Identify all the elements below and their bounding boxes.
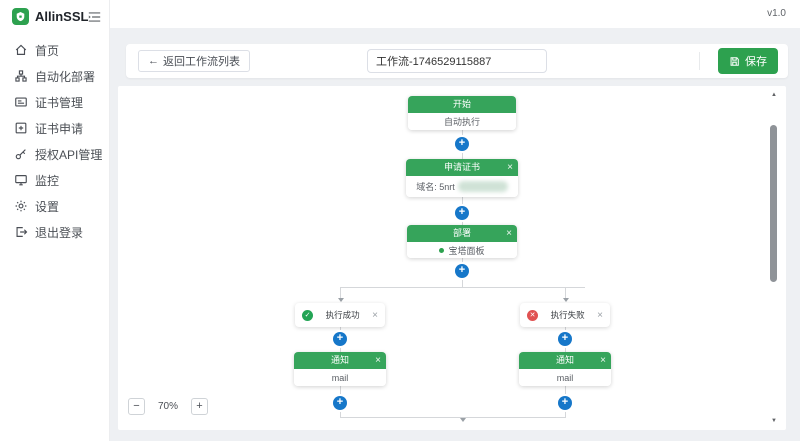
sidebar-item-label: 自动化部署: [35, 69, 96, 84]
sidebar-item-label: 设置: [35, 199, 60, 214]
sidebar-item-settings[interactable]: 设置: [0, 193, 109, 219]
node-start-body: 自动执行: [408, 113, 516, 130]
sidebar: AllinSSL 首页 自动化部署 证书管理 证书申请: [0, 0, 110, 441]
add-node-button[interactable]: +: [333, 332, 347, 346]
workflow-canvas[interactable]: + + + + + + + 开始 自动执行 申请证书 × 域名: 5nrt 部署: [118, 86, 786, 430]
add-node-button[interactable]: +: [455, 137, 469, 151]
add-node-button[interactable]: +: [455, 264, 469, 278]
scroll-down-icon[interactable]: ▼: [771, 418, 777, 424]
add-node-button[interactable]: +: [333, 396, 347, 410]
close-icon[interactable]: ×: [600, 355, 606, 366]
node-start[interactable]: 开始 自动执行: [408, 96, 516, 130]
node-apply-cert-title: 申请证书: [443, 162, 480, 172]
sidebar-item-monitor[interactable]: 监控: [0, 167, 109, 193]
zoom-out-button[interactable]: −: [128, 398, 145, 415]
close-icon[interactable]: ×: [372, 309, 378, 321]
sidebar-item-label: 退出登录: [35, 225, 84, 240]
arrowhead-icon: [562, 298, 569, 302]
provider-status-dot: [439, 247, 445, 253]
sidebar-collapse-icon[interactable]: [88, 11, 101, 23]
logo-row: AllinSSL: [0, 0, 109, 25]
back-button-label: 返回工作流列表: [163, 56, 240, 68]
success-check-icon: ✓: [302, 309, 313, 321]
sidebar-item-home[interactable]: 首页: [0, 37, 109, 63]
node-notify-fail[interactable]: 通知 × mail: [519, 352, 611, 386]
toolbar-divider: [699, 52, 700, 70]
node-deploy-title: 部署: [452, 228, 471, 238]
close-icon[interactable]: ×: [375, 355, 381, 366]
node-notify-title: 通知: [555, 355, 574, 365]
close-icon[interactable]: ×: [507, 162, 513, 173]
scrollbar-thumb[interactable]: [770, 125, 777, 282]
arrowhead-icon: [459, 418, 466, 422]
add-node-button[interactable]: +: [558, 396, 572, 410]
zoom-controls: − 70% +: [128, 398, 209, 415]
add-node-button[interactable]: +: [558, 332, 572, 346]
back-arrow-icon: ←: [148, 55, 159, 67]
sidebar-item-label: 证书管理: [35, 95, 84, 110]
branch-fail-node[interactable]: ✕ 执行失败 ×: [520, 303, 610, 327]
sidebar-item-label: 证书申请: [35, 121, 84, 136]
node-notify-channel: mail: [294, 369, 386, 386]
sidebar-item-cert-manage[interactable]: 证书管理: [0, 89, 109, 115]
scroll-up-icon[interactable]: ▲: [771, 92, 777, 98]
save-button[interactable]: 保存: [718, 48, 778, 74]
connector-line: [565, 287, 566, 300]
node-start-title: 开始: [408, 96, 516, 113]
node-notify-channel: mail: [519, 369, 611, 386]
top-header: v1.0: [110, 0, 800, 28]
branch-split-line: [340, 287, 585, 288]
app-version: v1.0: [767, 8, 786, 19]
canvas-scrollbar: ▲ ▼: [768, 90, 780, 426]
back-to-workflow-list-button[interactable]: ← 返回工作流列表: [138, 50, 250, 72]
brand-name: AllinSSL: [35, 9, 89, 24]
branch-fail-label: 执行失败: [550, 310, 585, 320]
sidebar-item-auto-deploy[interactable]: 自动化部署: [0, 63, 109, 89]
branch-success-label: 执行成功: [325, 310, 360, 320]
zoom-level: 70%: [158, 401, 179, 412]
node-deploy-provider: 宝塔面板: [448, 245, 485, 256]
sidebar-item-label: 首页: [35, 43, 60, 58]
error-cross-icon: ✕: [527, 309, 538, 321]
arrowhead-icon: [337, 298, 344, 302]
sidebar-nav: 首页 自动化部署 证书管理 证书申请 授权API管理 监控: [0, 37, 109, 245]
zoom-in-button[interactable]: +: [191, 398, 209, 415]
branch-merge-line: [340, 417, 566, 418]
workflow-name-input[interactable]: [367, 49, 547, 73]
sidebar-item-label: 授权API管理: [35, 147, 103, 162]
sidebar-item-api-auth[interactable]: 授权API管理: [0, 141, 109, 167]
close-icon[interactable]: ×: [506, 228, 512, 239]
sidebar-item-cert-apply[interactable]: 证书申请: [0, 115, 109, 141]
connector-line: [340, 287, 341, 300]
close-icon[interactable]: ×: [597, 309, 603, 321]
app-logo-icon: [12, 8, 29, 25]
branch-success-node[interactable]: ✓ 执行成功 ×: [295, 303, 385, 327]
redacted-domain: [457, 181, 508, 192]
node-notify-success[interactable]: 通知 × mail: [294, 352, 386, 386]
node-deploy[interactable]: 部署 × 宝塔面板: [407, 225, 517, 258]
node-notify-title: 通知: [330, 355, 349, 365]
sidebar-item-logout[interactable]: 退出登录: [0, 219, 109, 245]
save-button-label: 保存: [745, 56, 767, 68]
workflow-toolbar: ← 返回工作流列表 保存: [126, 44, 788, 78]
add-node-button[interactable]: +: [455, 206, 469, 220]
sidebar-item-label: 监控: [35, 173, 60, 188]
node-apply-cert[interactable]: 申请证书 × 域名: 5nrt: [406, 159, 518, 197]
node-apply-cert-domain: 域名: 5nrt: [416, 182, 455, 192]
